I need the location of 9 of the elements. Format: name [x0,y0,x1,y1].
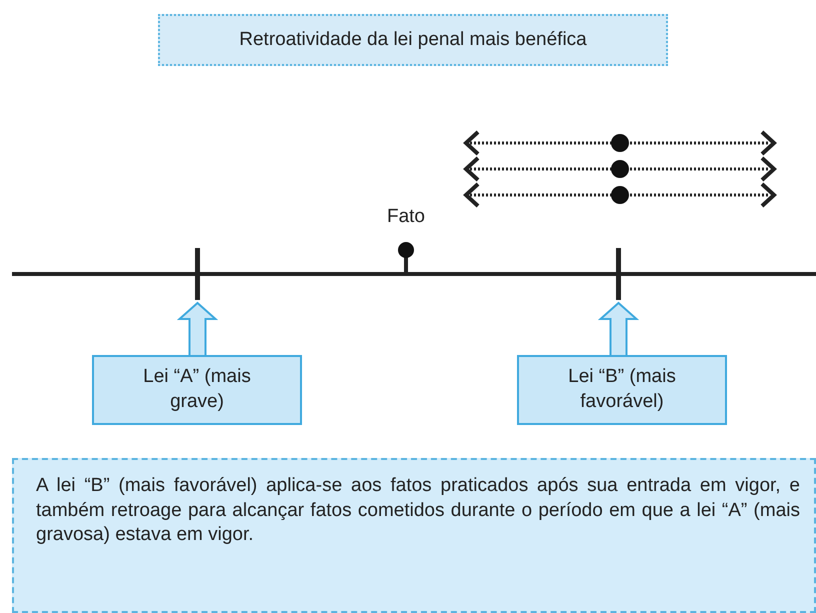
title-box: Retroatividade da lei penal mais benéfica [158,14,668,66]
tick-mark [616,248,621,300]
callout-box: Lei “A” (mais grave) [92,355,302,425]
event-label: Fato [386,206,426,228]
note-text: A lei “B” (mais favorável) aplica-se aos fatos praticados após sua entrada em vigor, e também retroage para alcançar fatos cometidos durante o período em que a lei “A” (mais gravosa) estava em vigor. [12,458,816,613]
callout-box: Lei “B” (mais favorável) [517,355,727,425]
arrow [176,302,218,356]
arrow [598,302,640,356]
tick-mark [195,248,200,300]
